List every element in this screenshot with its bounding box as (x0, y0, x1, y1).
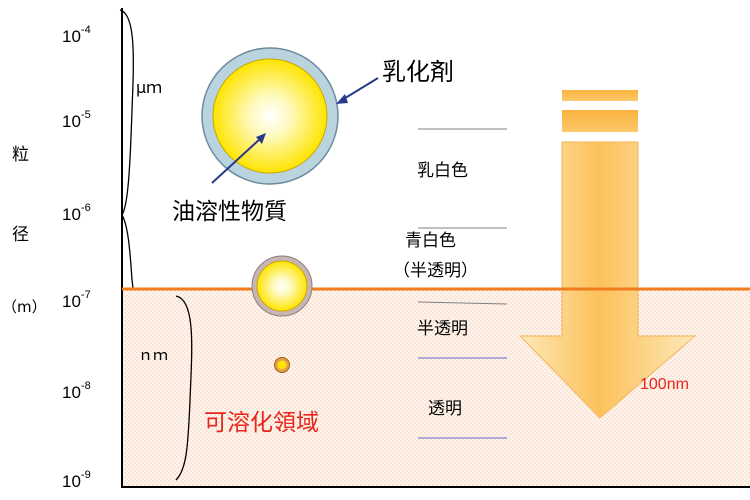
micro-range-brace (119, 9, 134, 289)
axis-label-unit: （m） (2, 298, 47, 316)
axis-label-char-2: 径 (12, 225, 29, 245)
tick-label-1e-8: 10-8 (62, 380, 91, 402)
solubilization-region (122, 289, 750, 487)
arrow-body (518, 141, 697, 419)
nano-range-brace (175, 295, 193, 481)
solubilization-region-label: 可溶化領域 (204, 410, 319, 436)
arrow-bar-top (562, 90, 638, 101)
large-droplet (201, 47, 339, 185)
tick-label-1e-4: 10-4 (62, 24, 91, 46)
arrow-bar-middle (562, 110, 638, 132)
medium-droplet-core (256, 260, 308, 312)
threshold-100nm-label: 100nm (640, 376, 689, 393)
appearance-bluish-white-sub: （半透明） (393, 261, 478, 281)
small-micelle (274, 357, 290, 373)
oil-soluble-substance-label: 油溶性物質 (172, 199, 287, 225)
appearance-milky: 乳白色 (417, 161, 468, 181)
tick-label-1e-9: 10-9 (62, 469, 91, 491)
axis-label-char-1: 粒 (12, 145, 29, 165)
medium-droplet (251, 255, 313, 317)
appearance-transparent: 透明 (428, 399, 462, 419)
micro-range-label: μｍ (136, 78, 162, 97)
nano-range-label: ｎｍ (138, 346, 168, 364)
appearance-bluish-white: 青白色 (405, 231, 456, 251)
emulsifier-pointer (336, 77, 379, 104)
appearance-semi-transparent: 半透明 (417, 319, 468, 339)
tick-label-1e-7: 10-7 (62, 289, 91, 311)
small-micelle-core (277, 360, 287, 370)
separator-semi-top (417, 301, 508, 305)
y-tick-labels: 10-4 10-5 10-6 10-7 10-8 10-9 (62, 24, 91, 491)
large-droplet-core (212, 58, 328, 174)
emulsifier-label: 乳化剤 (382, 58, 454, 86)
oil-pointer (211, 133, 266, 184)
size-decrease-arrow (518, 90, 697, 419)
tick-label-1e-6: 10-6 (62, 202, 91, 224)
tick-label-1e-5: 10-5 (62, 109, 91, 131)
